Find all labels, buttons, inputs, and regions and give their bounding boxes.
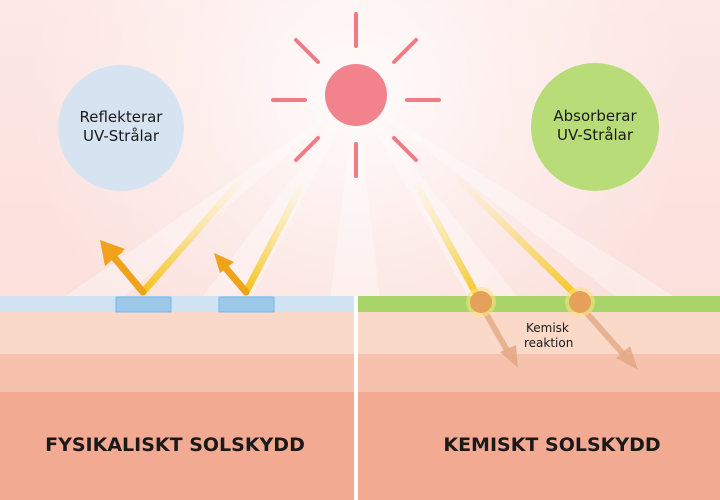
absorbed-ray-2 [451,172,582,301]
light-beams [60,95,680,300]
reflect-bubble-line2: UV-Strålar [83,127,160,145]
skin-layer-bottom [0,392,720,500]
chemical-sunscreen-layer [358,296,720,312]
reaction-arrow-2 [581,308,638,370]
skin-layer-middle [0,354,720,392]
reaction-arrow-1 [481,308,518,368]
sun-icon [271,12,441,178]
reflected-ray-2 [214,179,307,296]
absorb-bubble-line1: Absorberar [553,107,637,125]
mineral-particle [218,296,275,313]
skin-layer-top [0,312,720,354]
mineral-sunscreen-layer [0,296,354,312]
absorber-molecule [466,287,496,317]
physical-sunscreen-title: FYSIKALISKT SOLSKYDD [45,434,305,456]
reflected-ray-1 [100,174,247,296]
reaction-label-line1: Kemisk [526,321,569,335]
absorbed-ray-1 [411,178,482,301]
panel-divider [354,296,358,500]
reflect-bubble-line1: Reflekterar [80,108,164,126]
mineral-particle [115,296,172,313]
chemical-sunscreen-title: KEMISKT SOLSKYDD [443,434,660,456]
absorber-molecule [565,287,595,317]
absorb-bubble [531,63,659,191]
reaction-label-line2: reaktion [524,336,573,350]
reflect-bubble [58,65,184,191]
absorb-bubble-line2: UV-Strålar [557,126,634,144]
